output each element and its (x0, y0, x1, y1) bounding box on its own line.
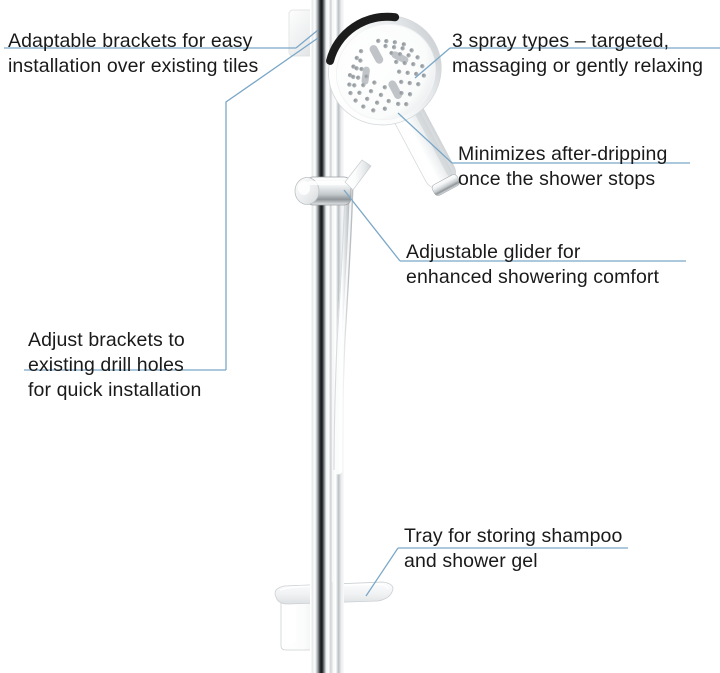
callout-adaptable-brackets: Adaptable brackets for easy installation… (8, 4, 258, 79)
callout-leader-spray-types (414, 47, 451, 79)
callout-tray-storage: Tray for storing shampoo and shower gel (404, 499, 622, 574)
wall-rail-shadow (333, 0, 344, 673)
callout-text: 3 spray types – targeted, massaging or g… (452, 30, 704, 77)
glider (294, 159, 372, 206)
bottom-bracket (280, 593, 338, 651)
callout-minimizes-dripping: Minimizes after-dripping once the shower… (458, 117, 667, 192)
tray (274, 581, 394, 605)
callout-leader-adaptable-brackets (295, 29, 319, 49)
callout-text: Tray for storing shampoo and shower gel (404, 525, 623, 572)
callout-text: Adjust brackets to existing drill holes … (28, 329, 202, 401)
callout-text: Adaptable brackets for easy installation… (8, 30, 259, 77)
callout-adjust-brackets: Adjust brackets to existing drill holes … (28, 303, 201, 403)
callout-leader-minimizes-dripping (397, 112, 453, 164)
callout-spray-types: 3 spray types – targeted, massaging or g… (452, 4, 703, 79)
callout-leader-adjustable-glider (343, 189, 401, 262)
callout-adjustable-glider: Adjustable glider for enhanced showering… (406, 215, 659, 290)
callout-text: Adjustable glider for enhanced showering… (406, 241, 659, 288)
shower-hose (333, 180, 354, 475)
callout-leader-tray-storage (365, 547, 399, 597)
wall-rail (310, 0, 333, 673)
callout-leader-adjust-brackets (225, 37, 319, 370)
callout-text: Minimizes after-dripping once the shower… (458, 143, 668, 190)
top-bracket (288, 9, 326, 57)
